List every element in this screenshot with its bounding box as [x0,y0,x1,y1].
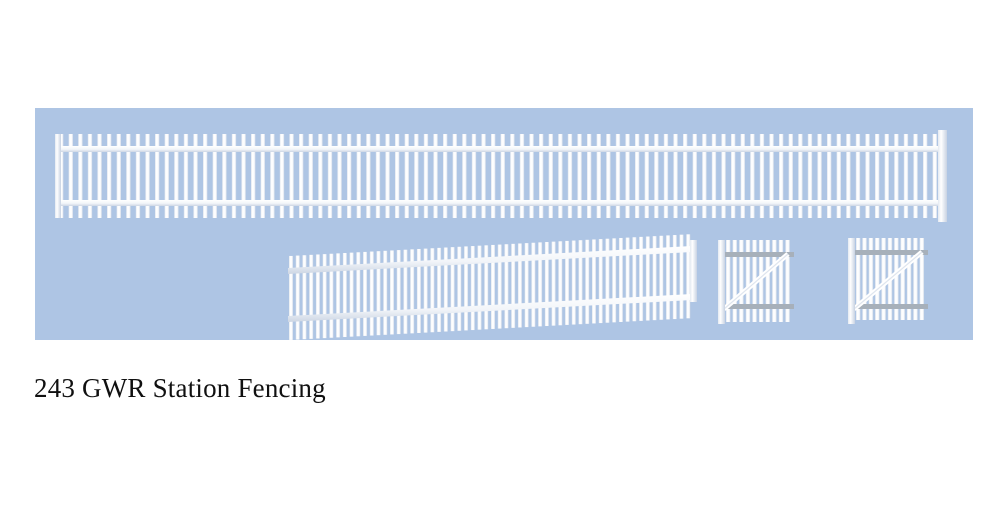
product-image-panel [35,108,973,340]
product-caption: 243 GWR Station Fencing [34,373,326,403]
sloping-ramp-fence-panel [288,234,698,340]
gate-left [718,236,794,324]
long-straight-fence-panel [55,130,947,222]
gate-right [848,234,928,324]
